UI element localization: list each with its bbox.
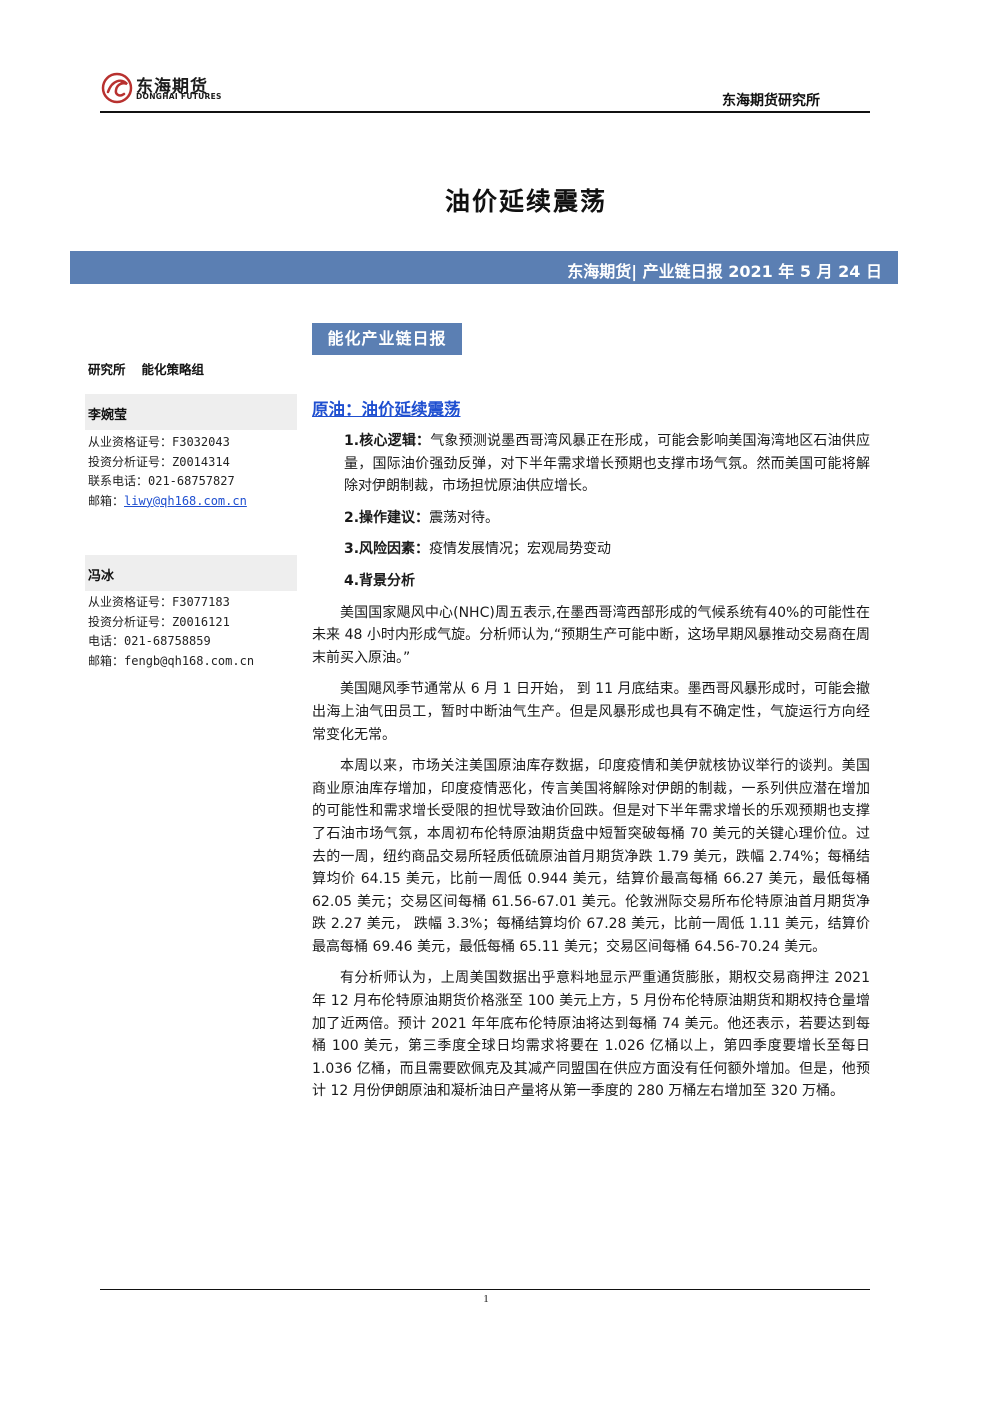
analyst-phone: 联系电话：021-68757827: [88, 474, 235, 488]
analyst-name-box: 李婉莹: [85, 394, 297, 430]
background-paragraph: 本周以来，市场关注美国原油库存数据，印度疫情和美伊就核协议举行的谈判。美国商业原…: [312, 758, 870, 955]
background-heading: 4.背景分析: [312, 570, 870, 593]
analyst-name: 李婉莹: [88, 408, 128, 423]
item-label: 1.核心逻辑：: [344, 433, 431, 449]
analyst-phone: 电话：021-68758859: [88, 634, 211, 648]
analyst-email: fengb@qh168.com.cn: [124, 653, 255, 668]
main-heading-link[interactable]: 原油：油价延续震荡: [312, 400, 461, 419]
analyst-email-label: 邮箱：: [88, 653, 125, 668]
item-label: 4.背景分析: [344, 572, 416, 589]
header-divider: [100, 111, 870, 113]
operation-advice-item: 2.操作建议：震荡对待。: [312, 507, 870, 530]
item-text: 疫情发展情况；宏观局势变动: [429, 541, 612, 558]
team-label: 研究所能化策略组: [88, 359, 220, 378]
core-logic-item: 1.核心逻辑：气象预测说墨西哥湾风暴正在形成，可能会影响美国海湾地区石油供应量，…: [312, 430, 870, 498]
analyst-qualification: 从业资格证号：F3032043: [88, 435, 230, 449]
analyst-email-row: 邮箱：fengb@qh168.com.cn: [88, 652, 254, 672]
logo-english-name: DONGHAI FUTURES: [136, 92, 222, 101]
section-tag: 能化产业链日报: [312, 323, 462, 355]
logo-chinese-name: 东海期货: [136, 77, 208, 97]
item-label: 3.风险因素：: [344, 541, 430, 558]
item-text: 气象预测说墨西哥湾风暴正在形成，可能会影响美国海湾地区石油供应量，国际油价强劲反…: [344, 433, 870, 495]
analyst-investment-cert: 投资分析证号：Z0016121: [88, 614, 230, 629]
page-number: 1: [483, 1293, 489, 1305]
header-organization: 东海期货研究所: [722, 93, 820, 109]
analyst-email-label: 邮箱：: [88, 493, 125, 508]
background-paragraph: 美国飓风季节通常从 6 月 1 日开始， 到 11 月底结束。墨西哥风暴形成时，…: [312, 681, 870, 743]
footer-divider: [100, 1289, 870, 1290]
report-banner: 东海期货| 产业链日报 2021 年 5 月 24 日: [70, 251, 898, 284]
banner-text: 东海期货| 产业链日报 2021 年 5 月 24 日: [567, 262, 882, 281]
team-group: 能化策略组: [141, 362, 205, 377]
analyst-email-row: 邮箱：liwy@qh168.com.cn: [88, 492, 247, 512]
background-paragraph: 美国国家飓风中心(NHC)周五表示,在墨西哥湾西部形成的气候系统有40%的可能性…: [312, 604, 870, 666]
analyst-email-link[interactable]: liwy@qh168.com.cn: [124, 493, 247, 508]
item-text: 震荡对待。: [429, 509, 500, 526]
analyst-info: 从业资格证号：F3032043 投资分析证号：Z0014314 联系电话：021…: [88, 433, 247, 511]
team-department: 研究所: [88, 362, 126, 377]
item-label: 2.操作建议：: [344, 509, 430, 526]
report-title: 油价延续震荡: [444, 187, 607, 216]
background-paragraph: 有分析师认为，上周美国数据出乎意料地显示严重通货膨胀，期权交易商押注 2021 …: [312, 970, 870, 1100]
dragon-emblem-icon: [101, 72, 133, 104]
analyst-name: 冯冰: [88, 569, 115, 584]
analyst-info: 从业资格证号：F3077183 投资分析证号：Z0016121 电话：021-6…: [88, 593, 254, 671]
risk-factors-item: 3.风险因素：疫情发展情况；宏观局势变动: [312, 538, 870, 561]
donghai-logo: 东海期货 DONGHAI FUTURES: [100, 70, 240, 106]
analyst-qualification: 从业资格证号：F3077183: [88, 595, 230, 609]
analyst-investment-cert: 投资分析证号：Z0014314: [88, 454, 230, 469]
analyst-name-box: 冯冰: [85, 555, 297, 591]
main-content: 原油：油价延续震荡 1.核心逻辑：气象预测说墨西哥湾风暴正在形成，可能会影响美国…: [312, 396, 870, 1112]
